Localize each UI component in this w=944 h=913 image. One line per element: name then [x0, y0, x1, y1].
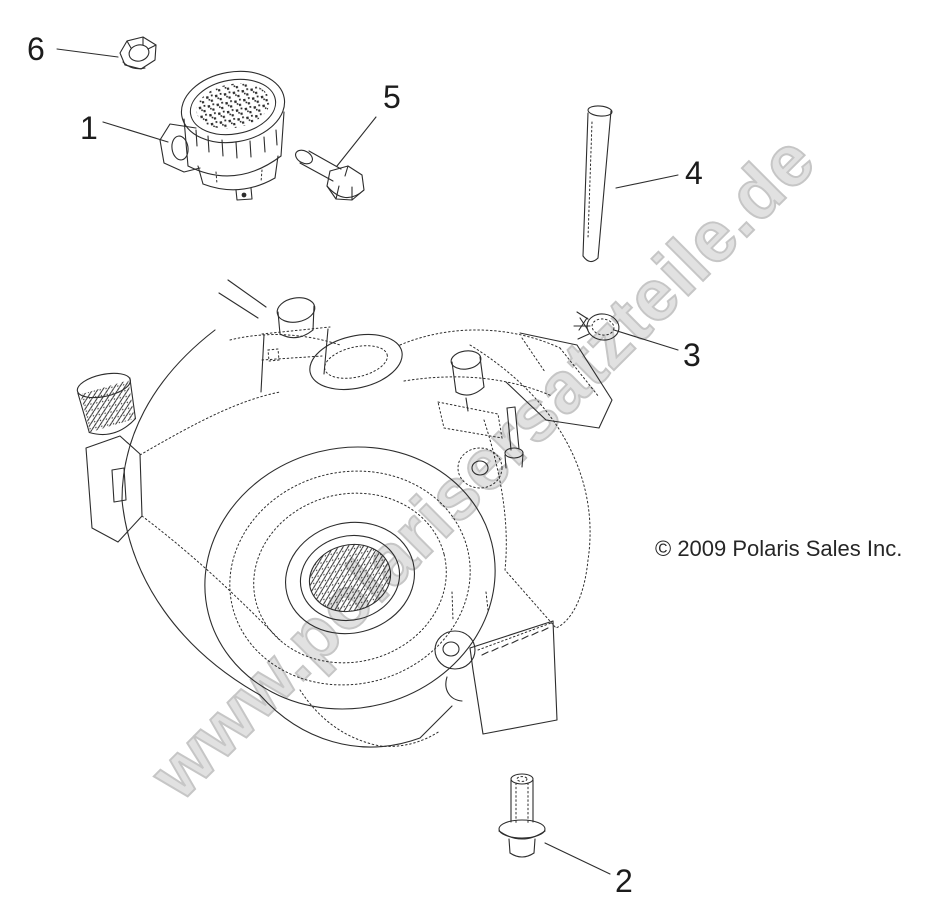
callout-1: 1: [80, 110, 98, 146]
flange-nut-part: [119, 36, 157, 70]
vent-tube-part: [582, 105, 613, 263]
leader-line-4: [615, 174, 679, 189]
flange-bolt-lower-part: [498, 773, 546, 858]
leader-line-1: [102, 121, 169, 143]
callout-4: 4: [685, 155, 703, 191]
leader-line-2: [544, 842, 611, 875]
flange-bolt-upper-part: [295, 149, 365, 201]
copyright-text: © 2009 Polaris Sales Inc.: [655, 536, 902, 561]
gearcase-assembly-drawing: [76, 279, 613, 748]
leader-line-5: [336, 116, 377, 167]
hose-clamp-part: [573, 311, 620, 341]
leader-line-6: [56, 48, 119, 58]
callout-6: 6: [27, 31, 45, 67]
callouts: 6 1 5 4 3 2: [27, 31, 703, 899]
callout-5: 5: [383, 79, 401, 115]
callout-2: 2: [615, 863, 633, 899]
leader-line-3: [613, 329, 679, 351]
callout-3: 3: [683, 337, 701, 373]
breather-assembly-part: [159, 70, 286, 201]
